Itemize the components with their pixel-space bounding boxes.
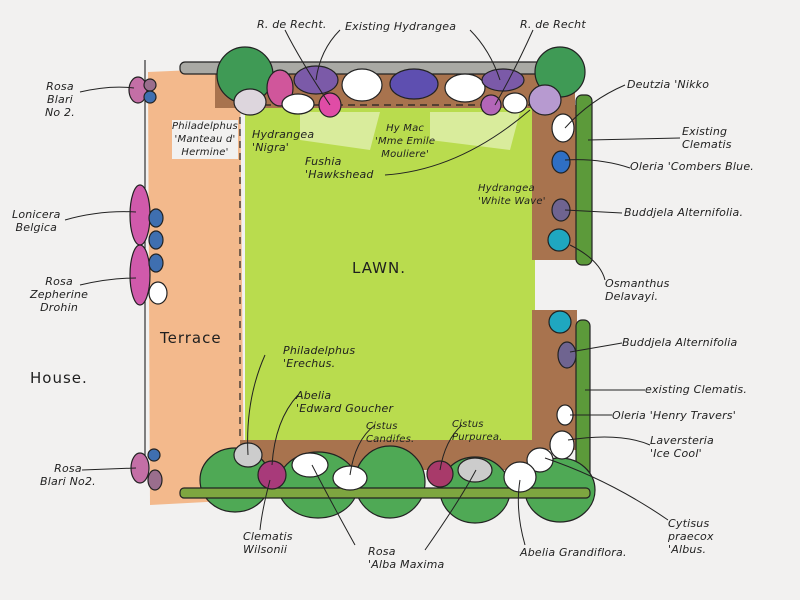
- hy-mac-plant: [341, 68, 383, 102]
- deutzia-plant: [551, 113, 575, 143]
- white-wave-plant: [502, 92, 528, 114]
- rosa-alba-plant-right: [457, 457, 493, 483]
- right-hedge-top: [575, 94, 593, 266]
- label-hydrangea-white-wave: Hydrangea'White Wave': [478, 183, 546, 207]
- terrace-area: [148, 68, 244, 505]
- label-abelia-grandiflora: Abelia Grandiflora.: [520, 546, 627, 559]
- r-de-recht-plant-right: [481, 68, 525, 92]
- right-bed-bottom: [532, 310, 577, 450]
- purple-plant: [480, 94, 502, 116]
- rosa-zepherine-plant: [129, 244, 151, 306]
- label-oleria-combers: Oleria 'Combers Blue.: [630, 160, 754, 173]
- existing-hydrangea-plant: [389, 68, 439, 100]
- label-hydrangea-nigra: Hydrangea'Nigra': [252, 128, 315, 154]
- fushia-plant: [281, 93, 315, 115]
- oleria-combers-plant: [551, 150, 571, 174]
- house-label: House.: [30, 369, 88, 387]
- lawn-label: LAWN.: [352, 259, 406, 277]
- label-r-de-recht-left: R. de Recht.: [257, 18, 327, 31]
- label-abelia-edward: Abelia'Edward Goucher: [296, 389, 394, 415]
- lonicera-plant: [129, 184, 151, 246]
- deutzia-plant-lilac: [528, 84, 562, 116]
- mme-emile-plant: [444, 73, 486, 103]
- abelia-grandiflora-plant: [503, 461, 537, 493]
- cistus-candifes-plant: [332, 465, 368, 491]
- label-existing-clematis-bottom: existing Clematis.: [645, 383, 748, 396]
- label-buddleja-top: Buddjela Alternifolia.: [624, 206, 744, 219]
- terrace-label: Terrace: [160, 329, 222, 347]
- osmanthus-plant-top: [547, 228, 571, 252]
- label-philadelphus-erechus: Philadelphus'Erechus.: [283, 344, 356, 370]
- leader-lines: [64, 29, 681, 551]
- cistus-purpurea-plant: [426, 460, 454, 488]
- label-existing-hydrangea: Existing Hydrangea: [345, 20, 457, 33]
- lawn: [245, 108, 535, 440]
- osmanthus-plant-bottom: [548, 310, 572, 334]
- philadelphus-manteau-plant: [233, 88, 267, 116]
- label-buddleja-bottom: Buddjela Alternifolia: [622, 336, 738, 349]
- bottom-path: [179, 487, 591, 499]
- label-oleria-henry: Oleria 'Henry Travers': [612, 409, 736, 422]
- buddleja-plant-bottom: [557, 341, 577, 369]
- label-rosa-alba: Rosa'Alba Maxima: [368, 545, 445, 571]
- label-laversteria: Laversteria'Ice Cool': [650, 434, 714, 460]
- clematis-wilsonii-plant: [257, 460, 287, 490]
- label-fushia: Fushia'Hawkshead: [305, 155, 374, 181]
- laversteria-plant: [549, 430, 575, 460]
- label-deutzia: Deutzia 'Nikko: [627, 78, 710, 91]
- label-r-de-recht-right: R. de Recht: [520, 18, 586, 31]
- cytisus-plant: [526, 447, 554, 473]
- label-philadelphus-manteau: Philadelphus'Manteau d'Hermine': [172, 120, 238, 159]
- rosa-alba-plant-left: [291, 452, 329, 478]
